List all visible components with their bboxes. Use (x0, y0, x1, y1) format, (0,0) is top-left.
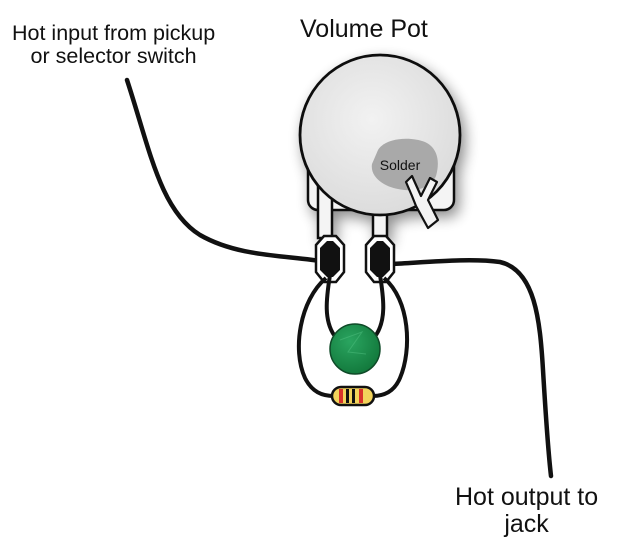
capacitor (329, 323, 381, 375)
solder-blob (371, 138, 438, 191)
capacitor-lead-left (324, 274, 336, 337)
lug-terminal-left (314, 234, 346, 284)
output-label-line-1: Hot output to (455, 483, 599, 511)
input-label-line-1: Hot input from pickup (12, 21, 216, 45)
lug-terminal-right (364, 234, 396, 284)
input-label-line-2: or selector switch (30, 44, 197, 69)
output-label-line-2: jack (504, 510, 549, 538)
capacitor-lead-right (374, 274, 386, 337)
diagram-title: Volume Pot (300, 15, 428, 43)
volume-pot (298, 53, 462, 240)
input-wire (124, 77, 329, 265)
resistor-lead-left (296, 276, 335, 398)
ground-lug (404, 174, 440, 230)
output-wire (389, 258, 554, 479)
solder-label: Solder (380, 157, 421, 173)
output-label: Hot output to jack (455, 484, 598, 538)
input-label: Hot input from pickup or selector switch (12, 21, 216, 69)
resistor-lead-right (371, 276, 410, 398)
resistor (330, 385, 376, 407)
